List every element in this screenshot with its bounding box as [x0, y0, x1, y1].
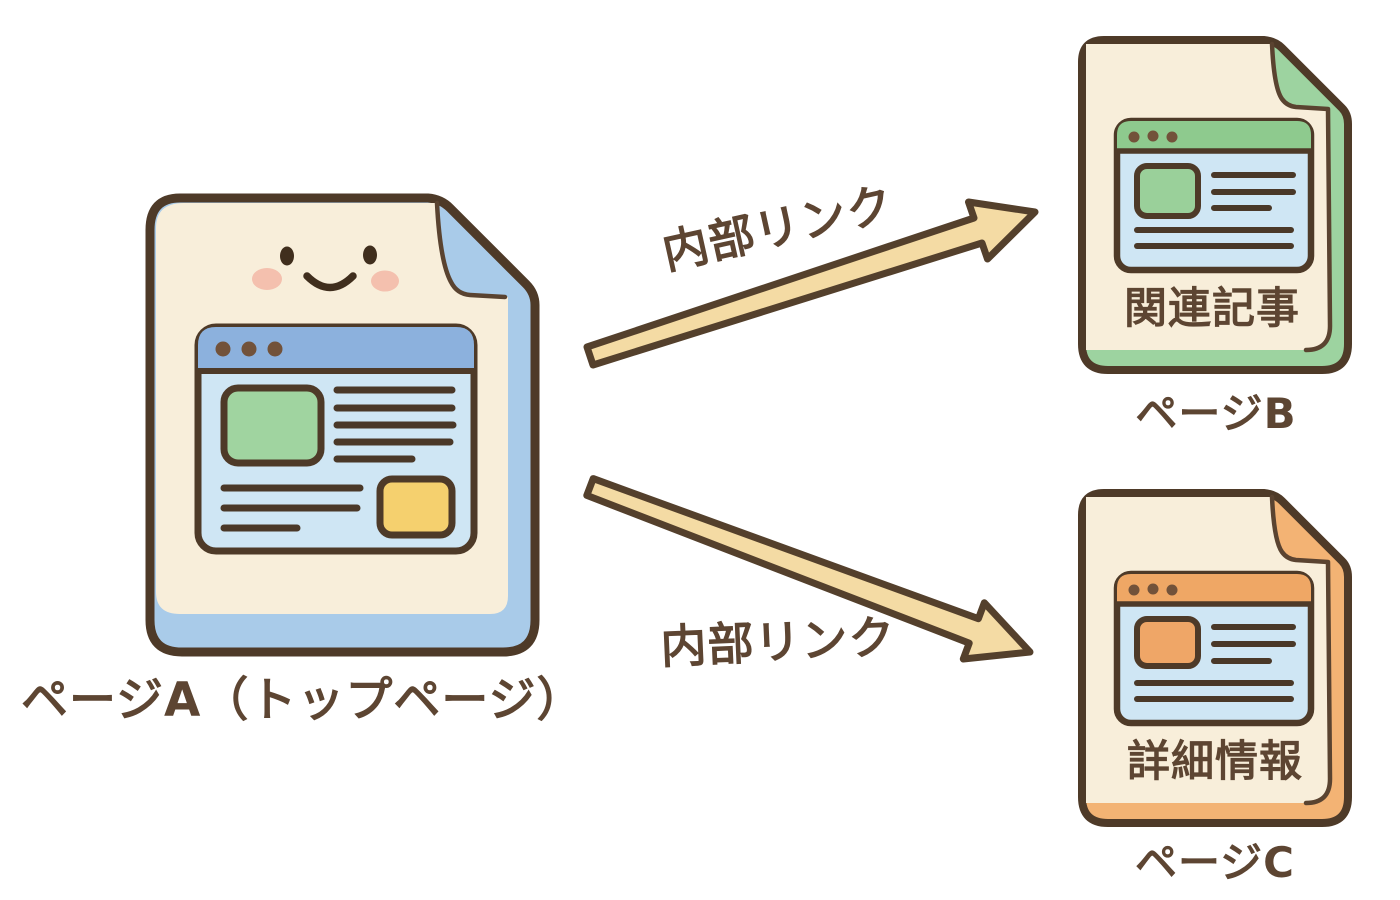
- browser-dot: [241, 341, 257, 357]
- image-placeholder-orange: [1134, 616, 1201, 669]
- page-b-label: ページB: [1135, 389, 1297, 438]
- browser-dot: [267, 341, 283, 357]
- page-c-content-label: 詳細情報: [1127, 737, 1303, 787]
- internal-link-arrow-bottom-icon: [583, 475, 1034, 663]
- image-placeholder-green: [1134, 163, 1201, 219]
- internal-link-arrow-top-icon: [583, 198, 1039, 369]
- browser-dot: [1128, 131, 1140, 143]
- browser-header: [198, 327, 474, 371]
- browser-dot: [1166, 584, 1178, 596]
- page-b-browser-window-icon: [1113, 117, 1315, 274]
- browser-dot: [1166, 131, 1178, 143]
- page-b-fold-crease: [1269, 41, 1333, 353]
- text-lines: [1134, 624, 1296, 702]
- browser-header: [1117, 574, 1311, 604]
- page-b-content-label: 関連記事: [1124, 284, 1300, 334]
- page-a-label: ページA（トップページ）: [21, 673, 585, 728]
- browser-dot: [215, 341, 231, 357]
- page-c-fold-crease: [1269, 494, 1333, 806]
- page-a-document-icon: [145, 193, 540, 657]
- right-eye: [363, 245, 377, 265]
- text-lines: [220, 386, 457, 532]
- left-blush: [252, 268, 282, 290]
- button-placeholder-yellow: [376, 475, 456, 539]
- left-eye: [280, 246, 294, 266]
- page-b-document-icon: [1078, 36, 1352, 374]
- image-placeholder-green: [220, 384, 325, 467]
- browser-dot: [1147, 583, 1159, 595]
- browser-dot: [1147, 130, 1159, 142]
- page-a-browser-window-icon: [194, 323, 478, 555]
- page-a-fold-crease: [434, 200, 508, 300]
- page-c-browser-window-icon: [1113, 570, 1315, 727]
- smile: [303, 272, 357, 292]
- browser-dot: [1128, 584, 1140, 596]
- page-c-label: ページC: [1135, 838, 1295, 887]
- page-a-smiley-face-icon: [252, 245, 399, 292]
- text-lines: [1134, 172, 1296, 249]
- right-blush: [371, 270, 399, 292]
- page-c-document-icon: [1078, 489, 1352, 827]
- browser-header: [1117, 121, 1311, 151]
